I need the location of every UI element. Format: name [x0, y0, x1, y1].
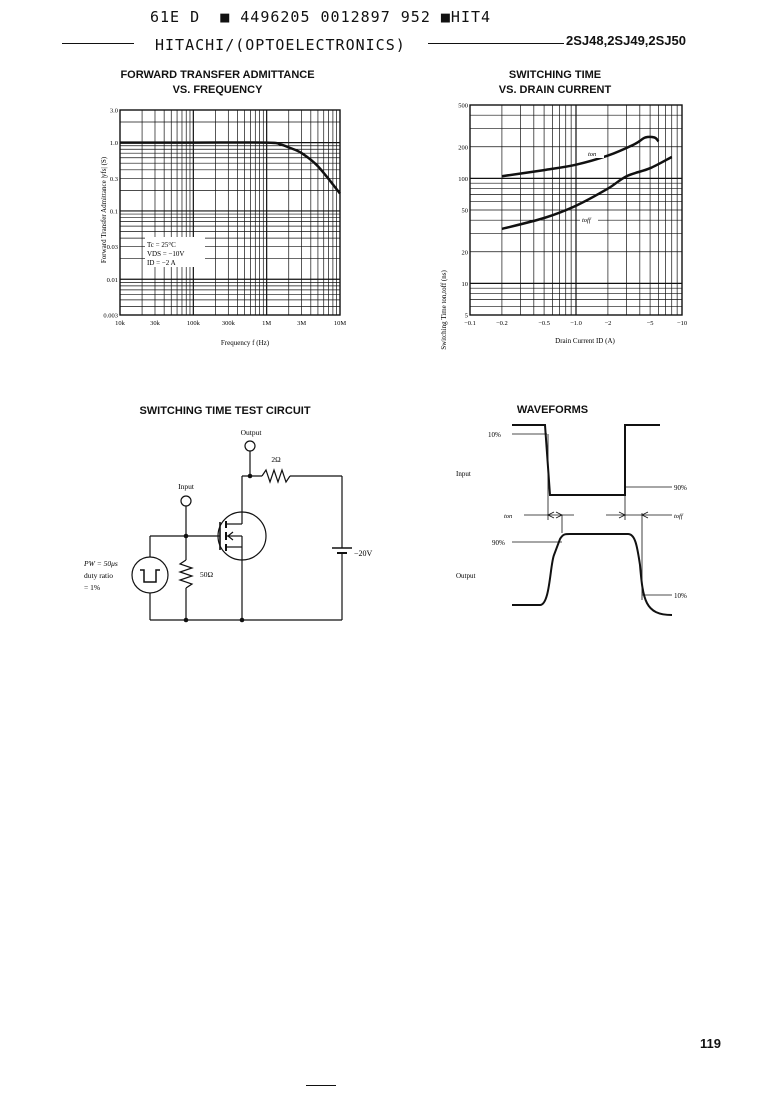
switching-xtick: −0.1 — [464, 320, 476, 327]
output-waveform-label: Output — [456, 572, 476, 580]
waveforms-diagram: 10% Input 90% ton toff 90% Output 10% — [456, 424, 687, 616]
footer-rule — [306, 1085, 336, 1086]
admittance-title-line1: FORWARD TRANSFER ADMITTANCE — [120, 69, 315, 81]
ton-label: ton — [588, 151, 596, 158]
admittance-xtick: 1M — [262, 320, 271, 327]
switching-ytick: 100 — [458, 176, 468, 183]
supply-label: −20V — [354, 549, 373, 558]
switching-ytick: 20 — [462, 249, 469, 256]
input-terminal — [180, 495, 192, 507]
switching-xtick: −0.2 — [496, 320, 508, 327]
pulse-generator — [131, 556, 169, 594]
header-manufacturer: HITACHI/(OPTOELECTRONICS) — [155, 36, 406, 54]
ton-marker-label: ton — [504, 513, 512, 520]
switching-ytick: 5 — [465, 313, 468, 320]
input-10pct-label: 10% — [488, 431, 501, 439]
admittance-xtick: 3M — [297, 320, 306, 327]
toff-label: toff — [582, 217, 592, 224]
admittance-curve — [120, 141, 341, 195]
output-label: Output — [241, 428, 263, 437]
switching-xlabel: Drain Current ID (A) — [555, 337, 615, 345]
waveforms-title: WAVEFORMS — [516, 404, 589, 416]
admittance-xtick: 10k — [115, 320, 126, 327]
admittance-xtick: 300k — [222, 320, 236, 327]
circuit-title: SWITCHING TIME TEST CIRCUIT — [139, 405, 311, 417]
switching-grid — [469, 104, 683, 316]
admittance-xtick: 100k — [187, 320, 201, 327]
admittance-ytick: 0.1 — [110, 208, 118, 215]
header-part-numbers: 2SJ48,2SJ49,2SJ50 — [566, 33, 686, 48]
admittance-frame — [119, 109, 341, 316]
admittance-tick-labels: 10k 30k 100k 300k 1M 3M 10M 3.0 1.0 0.3 0.1 0.03 0.0… — [103, 108, 346, 328]
input-waveform — [512, 424, 660, 496]
toff-curve — [501, 155, 673, 231]
input-resistor — [178, 559, 194, 589]
switching-xtick: −1.0 — [570, 320, 582, 327]
input-resistor-label: 50Ω — [200, 570, 214, 579]
admittance-chart-title: FORWARD TRANSFER ADMITTANCE VS. FREQUENC… — [95, 68, 340, 98]
admittance-xlabel: Frequency f (Hz) — [221, 339, 270, 347]
input-90pct-label: 90% — [674, 484, 687, 492]
switching-xtick: −2 — [604, 320, 611, 327]
switching-ytick: 50 — [462, 208, 469, 215]
page-number: 119 — [700, 1036, 721, 1051]
admittance-ytick: 3.0 — [110, 108, 118, 115]
ton-curve — [501, 135, 660, 178]
switching-ytick: 500 — [458, 103, 468, 110]
header-rule-right — [428, 43, 564, 44]
switching-xtick: −10 — [677, 320, 687, 327]
condition-tc: Tc = 25°C — [147, 241, 176, 249]
switching-title-line1: SWITCHING TIME — [508, 69, 602, 81]
admittance-ytick: 0.003 — [103, 313, 118, 320]
test-circuit-diagram: Output Input 2Ω 50Ω −20V PW = 50μs duty … — [83, 428, 373, 623]
toff-label-bg — [580, 214, 598, 224]
admittance-ytick: 0.3 — [110, 176, 118, 183]
pulse-width-note: PW = 50μs — [83, 559, 118, 568]
load-resistor — [261, 468, 291, 484]
output-90pct-label: 90% — [492, 539, 505, 547]
admittance-conditions-box — [145, 237, 205, 267]
condition-id: ID = −2 A — [147, 259, 176, 267]
admittance-ytick: 1.0 — [110, 140, 118, 147]
output-terminal — [244, 440, 256, 452]
admittance-ytick: 0.03 — [107, 244, 118, 251]
switching-chart-title: SWITCHING TIME VS. DRAIN CURRENT — [470, 68, 640, 98]
input-waveform-label: Input — [456, 470, 471, 478]
condition-vds: VDS = −10V — [147, 250, 184, 258]
ton-label-bg — [586, 148, 604, 158]
input-label: Input — [178, 482, 195, 491]
admittance-ytick: 0.01 — [107, 277, 118, 284]
switching-title-line2: VS. DRAIN CURRENT — [498, 84, 612, 96]
toff-marker-label: toff — [674, 513, 684, 520]
switching-xtick: −0.5 — [538, 320, 550, 327]
switching-ytick: 10 — [462, 281, 469, 288]
header-code-line: 61E D ■ 4496205 0012897 952 ■HIT4 — [150, 8, 492, 26]
admittance-ylabel: Forward Transfer Admittance |yfs| (S) — [100, 156, 108, 263]
load-resistor-label: 2Ω — [271, 455, 281, 464]
switching-chart: −0.1−0.2−0.5−1.0−2−5−105002001005020105 … — [440, 103, 687, 350]
duty-ratio-note: duty ratio — [84, 571, 113, 580]
switching-ytick: 200 — [458, 144, 468, 151]
admittance-grid — [119, 109, 341, 316]
switching-tick-labels: −0.1 −0.2 −0.5 −1.0 −2 −5 −10 500 200 100 50 20 10 5 — [458, 103, 687, 328]
switching-ylabel: Switching Time ton,toff (ns) — [440, 270, 448, 350]
switching-xtick: −5 — [647, 320, 654, 327]
duty-value-note: = 1% — [84, 583, 100, 592]
output-waveform — [512, 533, 673, 616]
admittance-title-line2: VS. FREQUENCY — [172, 84, 263, 96]
admittance-xtick: 10M — [334, 320, 347, 327]
header-rule-left — [62, 43, 134, 44]
admittance-chart: 10k 30k 100k 300k 1M 3M 10M 3.0 1.0 0.3 0.1 0.03 0.0… — [100, 108, 346, 348]
admittance-xtick: 30k — [150, 320, 161, 327]
output-10pct-label: 10% — [674, 592, 687, 600]
